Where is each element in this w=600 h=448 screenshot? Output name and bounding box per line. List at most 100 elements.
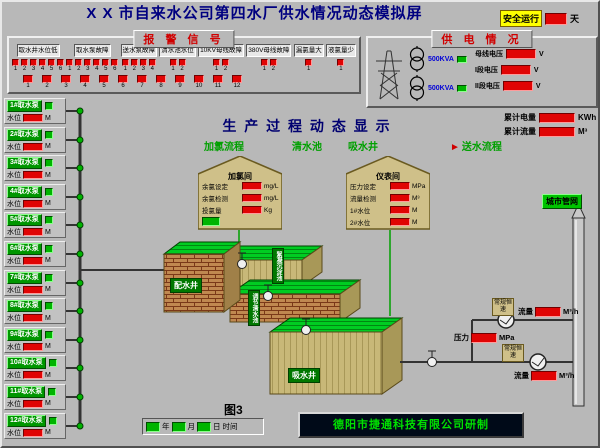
busbar-voltage-display	[505, 49, 536, 59]
pump-level-label: 水位	[7, 143, 21, 151]
pump-name-badge: 4#取水泵	[7, 185, 42, 198]
pump-level-display	[23, 342, 43, 351]
instrument-row-unit: M³	[412, 194, 420, 202]
alarm-number: 1	[68, 66, 72, 72]
date-panel: 年 月 日 时间	[142, 418, 264, 435]
pump-unit: 12#取水泵 水位 M	[4, 412, 66, 439]
chlorine-row: 投氯量 Kg	[202, 205, 279, 215]
alarm-led	[232, 75, 242, 83]
alarm-number: 2	[223, 66, 228, 72]
pump-level-display	[23, 399, 43, 408]
alarm-group-label: 取水井水位低	[16, 44, 60, 57]
alarm-number: 1	[339, 66, 343, 72]
alarm-indicator: 2	[178, 59, 186, 73]
instrument-row: 压力设定 MPa	[350, 181, 427, 191]
instrument-row: 流量检测 M³	[350, 193, 427, 203]
pump-level-display	[23, 199, 43, 208]
alarm-led	[169, 59, 177, 66]
instrument-house-title: 仪表间	[376, 172, 400, 181]
alarm-number: 3	[141, 66, 145, 72]
busbar-voltage-label: 母线电压	[474, 51, 503, 58]
pump-level-display	[23, 285, 43, 294]
pump-level-label: 水位	[7, 115, 21, 122]
safe-run-label: 安全运行	[500, 10, 543, 27]
pump-unit: 4#取水泵 水位 M	[4, 183, 66, 210]
alarm-led	[93, 59, 101, 66]
pump-level-unit: M	[45, 228, 51, 236]
pump-level-display	[23, 428, 43, 437]
stage-label-suction-well: 吸水井	[348, 142, 378, 153]
chlorine-status-indicator	[202, 217, 220, 226]
pump-level-label: 水位	[7, 257, 21, 265]
instrument-row-label: 压力设定	[350, 184, 376, 191]
pump-unit: 8#取水泵 水位 M	[4, 298, 66, 325]
pump-status-indicator	[44, 302, 53, 311]
alarm-number: 8	[159, 83, 163, 89]
chlorine-house-title: 加氯间	[228, 172, 252, 181]
credit-banner: 德阳市捷通科技有限公司研制	[298, 412, 524, 438]
alarm-number: 9	[178, 83, 182, 89]
chlorine-row-display	[242, 206, 262, 214]
chlorine-row: 余氯检测 mg/L	[202, 193, 279, 203]
pump-level-unit: M	[45, 114, 51, 122]
alarm-indicator: 3	[30, 59, 37, 73]
alarm-led	[48, 59, 55, 66]
transformer-status-indicator	[456, 84, 467, 92]
instrument-row-label: 流量检测	[350, 196, 376, 203]
alarm-number: 1	[26, 83, 30, 89]
delivery-pump-icons	[497, 311, 547, 371]
pump-status-indicator	[48, 387, 57, 396]
alarm-number: 1	[214, 66, 219, 72]
flow2-label: 流量	[514, 371, 529, 380]
pump-status-indicator	[44, 159, 53, 168]
alarm-led	[305, 59, 313, 66]
alarm-indicator: 1	[23, 75, 33, 90]
alarm-number: 10	[195, 83, 203, 89]
instrument-row-display	[390, 182, 410, 190]
instrument-row-unit: M	[412, 206, 418, 214]
alarm-panel-title: 报 警 信 号	[133, 30, 235, 48]
pump-level-display	[23, 371, 43, 380]
transformer-group: 500KVA 500KVA	[409, 46, 467, 101]
pump-level-label: 水位	[7, 372, 21, 380]
alarm-led	[139, 59, 147, 66]
pump-status-indicator	[48, 359, 57, 368]
pump-level-display	[23, 228, 43, 237]
alarm-led	[213, 75, 223, 83]
pump-status-indicator	[44, 273, 53, 282]
alarm-number: 5	[102, 83, 106, 89]
flow1-unit: M³/h	[563, 307, 579, 316]
pump-status-indicator	[44, 187, 53, 196]
pump-name-badge: 6#取水泵	[7, 242, 42, 255]
total-flow-unit: M³	[578, 127, 588, 136]
pump-level-unit: M	[45, 429, 51, 437]
time-label: 时间	[222, 422, 238, 431]
alarm-number: 5	[49, 66, 54, 72]
segment1-voltage-unit: V	[533, 66, 539, 74]
alarm-led	[23, 75, 33, 83]
pump-level-label: 水位	[7, 229, 21, 237]
instrument-row-unit: M	[412, 218, 418, 226]
pump-level-unit: M	[45, 400, 51, 408]
alarm-led	[156, 75, 166, 83]
segment2-voltage-display	[502, 81, 533, 91]
transformer-status-indicator	[456, 55, 467, 63]
power-panel: 供 电 情 况 500KVA	[366, 30, 598, 108]
safe-run-display	[545, 12, 568, 25]
stage-label-chlorine: 加氯流程	[204, 142, 244, 153]
pump-name-badge: 7#取水泵	[7, 271, 42, 284]
instrument-row: 1#水位 M	[350, 205, 427, 215]
busbar-voltage-row: 母线电压 V	[475, 49, 544, 59]
pump-level-label: 水位	[7, 315, 21, 323]
alarm-led	[118, 75, 128, 83]
instrument-house: 仪表间 压力设定 MPa 流量检测 M³ 1#水位 M 2#水位 M	[346, 156, 430, 230]
alarm-indicator: 1	[169, 59, 177, 73]
total-flow-row: 累计流量 M³	[504, 126, 596, 137]
pump-unit: 10#取水泵 水位 M	[4, 355, 66, 382]
